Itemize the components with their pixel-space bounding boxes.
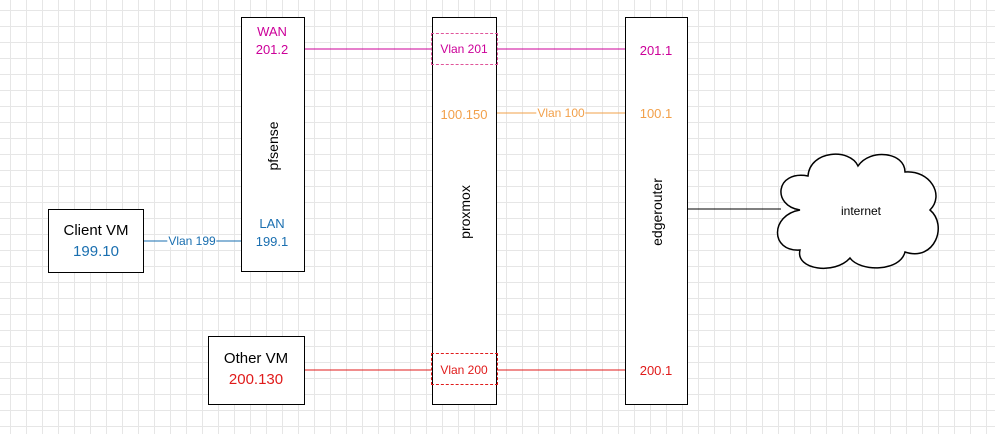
proxmox-mgmt-ip: 100.150 xyxy=(440,107,488,122)
client-vm-ip: 199.10 xyxy=(73,243,119,260)
edgerouter-ip-other: 200.1 xyxy=(639,363,673,378)
pfsense-node[interactable] xyxy=(241,17,305,272)
vlan-201-label: Vlan 201 xyxy=(439,42,489,56)
vlan-199-label: Vlan 199 xyxy=(167,234,217,248)
proxmox-node[interactable] xyxy=(432,17,497,405)
other-vm-ip: 200.130 xyxy=(228,371,284,388)
edgerouter-name: edgerouter xyxy=(649,178,665,246)
client-vm-node[interactable] xyxy=(48,209,144,273)
other-vm-name: Other VM xyxy=(223,350,289,367)
pfsense-name: pfsense xyxy=(265,121,281,171)
edgerouter-ip-mgmt: 100.1 xyxy=(639,106,673,121)
internet-cloud-icon xyxy=(776,153,939,270)
vlan-200-label: Vlan 200 xyxy=(439,363,489,377)
vlan-201-dashed-box xyxy=(431,33,498,65)
other-vm-node[interactable] xyxy=(208,336,305,405)
pfsense-wan-ip: 201.2 xyxy=(255,42,289,57)
vlan-200-dashed-box xyxy=(431,353,498,385)
pfsense-wan-label: WAN xyxy=(257,24,287,39)
proxmox-name: proxmox xyxy=(457,185,473,239)
edgerouter-node[interactable] xyxy=(625,17,688,405)
edgerouter-ip-wan: 201.1 xyxy=(639,43,673,58)
pfsense-lan-label: LAN xyxy=(259,216,285,231)
pfsense-lan-ip: 199.1 xyxy=(255,234,289,249)
client-vm-name: Client VM xyxy=(63,222,129,239)
vlan-100-label: Vlan 100 xyxy=(536,106,586,120)
internet-label: internet xyxy=(840,204,882,218)
